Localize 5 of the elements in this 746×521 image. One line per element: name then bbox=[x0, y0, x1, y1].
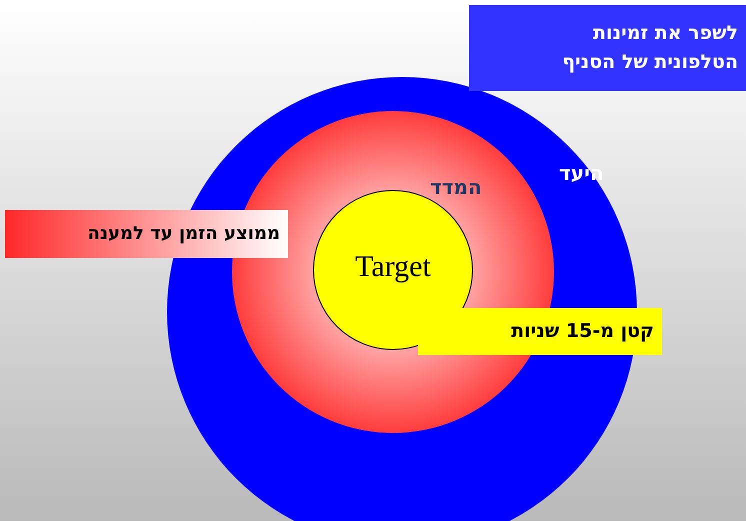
target-box: קטן מ-15 שניות bbox=[418, 308, 662, 355]
metric-box: ממוצע הזמן עד למענה bbox=[5, 210, 288, 258]
ring-label: המדד bbox=[430, 176, 482, 198]
goal-box: לשפר את זמינות הטלפונית של הסניף bbox=[469, 5, 746, 91]
target-label: Target bbox=[354, 249, 432, 285]
